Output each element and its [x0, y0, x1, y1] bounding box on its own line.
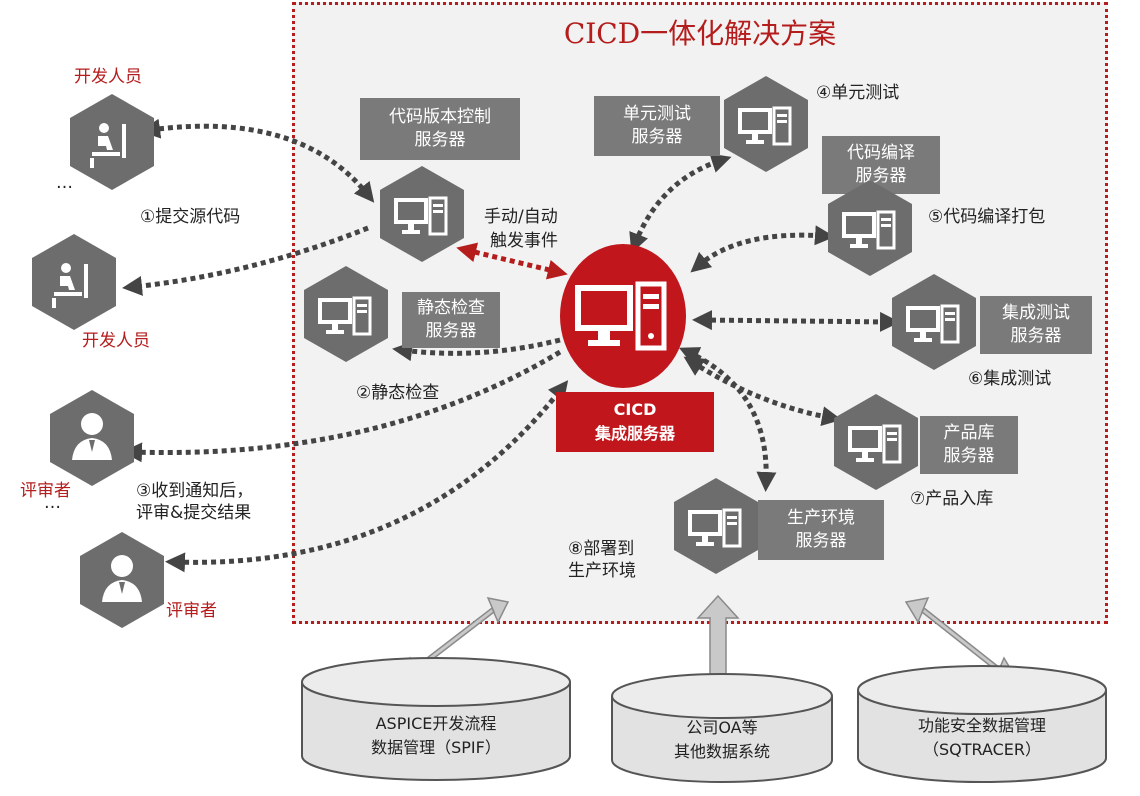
step7-label: ⑦产品入库 — [910, 489, 994, 509]
step4-label: ④单元测试 — [816, 83, 900, 103]
trigger-label-line2: 触发事件 — [490, 231, 558, 251]
static-server-box: 静态检查 服务器 — [402, 292, 500, 348]
database-oa: 公司OA等 其他数据系统 — [610, 672, 834, 784]
static-server-line1: 静态检查 — [417, 298, 485, 318]
product-repo-server-box: 产品库 服务器 — [920, 416, 1018, 474]
compile-server-box: 代码编译 服务器 — [822, 136, 940, 194]
cicd-server-line2: 集成服务器 — [594, 424, 675, 443]
database-spif: ASPICE开发流程 数据管理（SPIF） — [300, 656, 572, 782]
vcs-server-line2: 服务器 — [414, 130, 466, 150]
reviewer-bottom-icon — [80, 532, 164, 628]
database-spif-line1: ASPICE开发流程 — [375, 714, 497, 733]
database-oa-line1: 公司OA等 — [686, 718, 758, 737]
vcs-server-icon — [380, 166, 464, 262]
integration-server-line1: 集成测试 — [1002, 303, 1070, 323]
database-sqtracer: 功能安全数据管理 （SQTRACER） — [856, 664, 1108, 784]
reviewer-top-icon — [50, 390, 134, 486]
step6-label: ⑥集成测试 — [968, 369, 1052, 389]
integration-server-box: 集成测试 服务器 — [980, 296, 1092, 354]
unit-test-server-line2: 服务器 — [631, 127, 683, 147]
compile-server-icon — [828, 180, 912, 276]
reviewer-ellipsis: … — [44, 493, 61, 513]
cicd-server-line1: CICD — [613, 400, 657, 419]
database-spif-cylinder — [301, 657, 571, 781]
vcs-server-box: 代码版本控制 服务器 — [360, 98, 520, 160]
database-spif-line2: 数据管理（SPIF） — [371, 738, 501, 757]
product-repo-server-icon — [834, 394, 918, 490]
product-repo-server-line1: 产品库 — [943, 423, 995, 443]
developer-bottom-icon — [32, 234, 116, 330]
production-server-icon — [674, 478, 758, 574]
product-repo-server-line2: 服务器 — [943, 446, 995, 466]
step1-label: ①提交源代码 — [140, 207, 241, 227]
step5-label: ⑤代码编译打包 — [928, 207, 1046, 227]
integration-server-icon — [892, 274, 976, 370]
step3-label-line1: ③收到通知后， — [136, 481, 254, 501]
step8-label-line1: ⑧部署到 — [568, 539, 635, 559]
cicd-server-label: CICD 集成服务器 — [556, 392, 714, 452]
production-server-box: 生产环境 服务器 — [758, 500, 884, 560]
trigger-label-line1: 手动/自动 — [484, 207, 558, 227]
integration-server-line2: 服务器 — [1010, 326, 1062, 346]
developer-bottom-label: 开发人员 — [82, 331, 150, 351]
unit-test-server-line1: 单元测试 — [623, 104, 691, 124]
static-server-icon — [304, 266, 388, 362]
reviewer-top-label: 评审者 — [20, 481, 71, 501]
cicd-server-icon — [560, 244, 686, 388]
developer-ellipsis: … — [56, 173, 73, 193]
reviewer-bottom-label: 评审者 — [166, 601, 217, 621]
database-sqtracer-line1: 功能安全数据管理 — [917, 716, 1046, 735]
static-server-line2: 服务器 — [425, 321, 477, 341]
vcs-server-line1: 代码版本控制 — [389, 107, 491, 127]
compile-server-line1: 代码编译 — [847, 143, 915, 163]
step3-label-line2: 评审&提交结果 — [136, 503, 252, 523]
database-sqtracer-cylinder — [857, 665, 1107, 783]
developer-top-icon — [70, 94, 154, 190]
unit-test-server-box: 单元测试 服务器 — [594, 96, 720, 156]
step8-label-line2: 生产环境 — [568, 561, 636, 581]
production-server-line2: 服务器 — [795, 531, 847, 551]
step2-label: ②静态检查 — [356, 383, 440, 403]
database-oa-cylinder — [611, 673, 833, 783]
database-sqtracer-line2: （SQTRACER） — [922, 740, 1042, 759]
diagram-title: CICD一体化解决方案 — [563, 17, 837, 50]
unit-test-server-icon — [724, 76, 808, 172]
developer-top-label: 开发人员 — [74, 67, 142, 87]
production-server-line1: 生产环境 — [787, 508, 855, 528]
database-oa-line2: 其他数据系统 — [673, 742, 770, 761]
